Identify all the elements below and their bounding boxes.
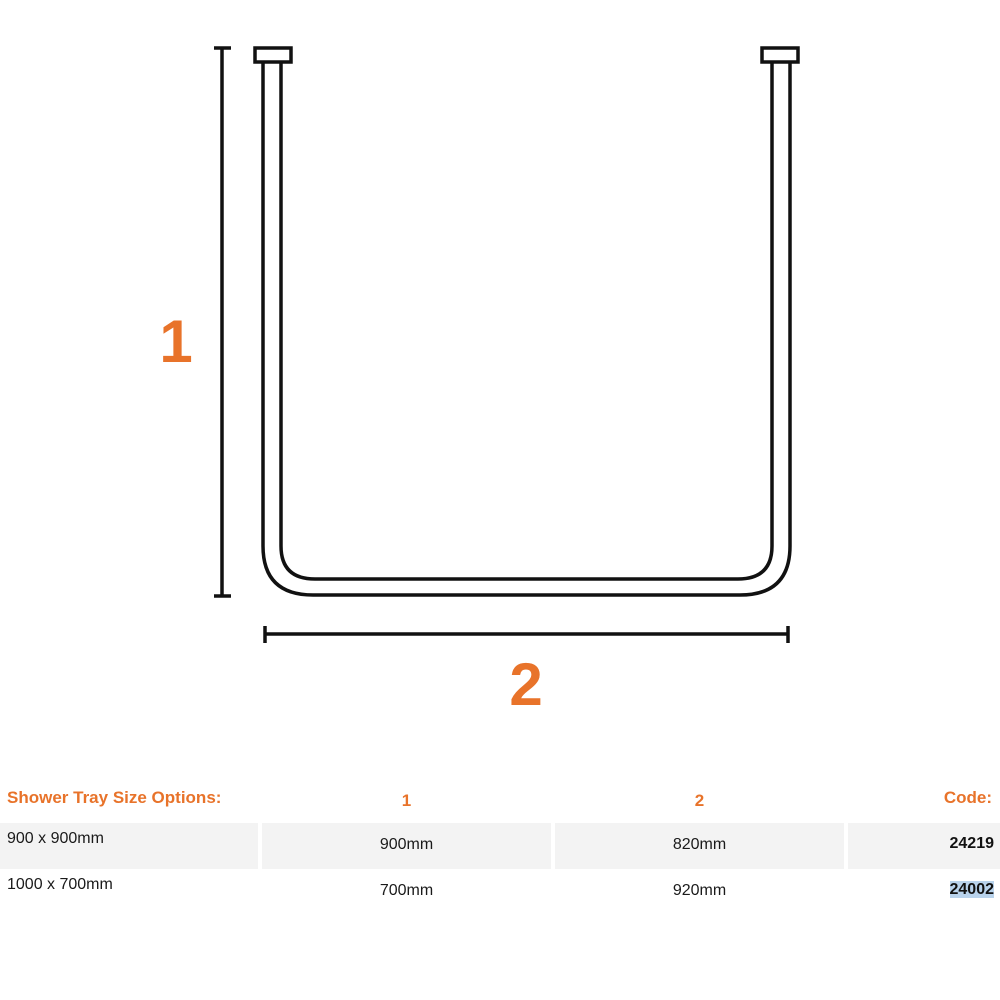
row-size: 900 x 900mm (0, 823, 258, 869)
row-dimension-2: 920mm (672, 882, 727, 899)
u-shaped-curtain-rail-diagram: 1 2 (159, 46, 800, 718)
selected-code-text[interactable]: 24002 (949, 881, 994, 898)
left-ceiling-bracket (253, 46, 293, 64)
width-dimension-line (263, 626, 790, 643)
right-ceiling-bracket (760, 46, 800, 64)
rail-inner-outline (279, 62, 774, 581)
row-size: 1000 x 700mm (7, 876, 113, 893)
row-dimension-2: 820mm (555, 823, 844, 869)
height-dimension-label: 1 (159, 308, 192, 375)
header-dimension-2: 2 (694, 791, 705, 810)
table-row: 1000 x 700mm 700mm 920mm 24002 (0, 869, 1000, 915)
rail-outer-outline (261, 62, 792, 597)
row-code[interactable]: 24002 (848, 869, 1000, 915)
height-dimension-line (214, 46, 231, 598)
width-dimension-label: 2 (509, 651, 542, 718)
row-dimension-1: 700mm (379, 882, 434, 899)
row-dimension-1: 900mm (262, 823, 551, 869)
header-code: Code: (943, 788, 992, 807)
header-size-options: Shower Tray Size Options: (7, 788, 222, 807)
size-options-table: Shower Tray Size Options: 1 2 Code: 900 … (0, 775, 1000, 915)
header-dimension-1: 1 (401, 791, 412, 810)
table-row: 900 x 900mm 900mm 820mm 24219 (0, 823, 1000, 869)
table-header-row: Shower Tray Size Options: 1 2 Code: (0, 775, 1000, 823)
row-code[interactable]: 24219 (848, 823, 1000, 869)
